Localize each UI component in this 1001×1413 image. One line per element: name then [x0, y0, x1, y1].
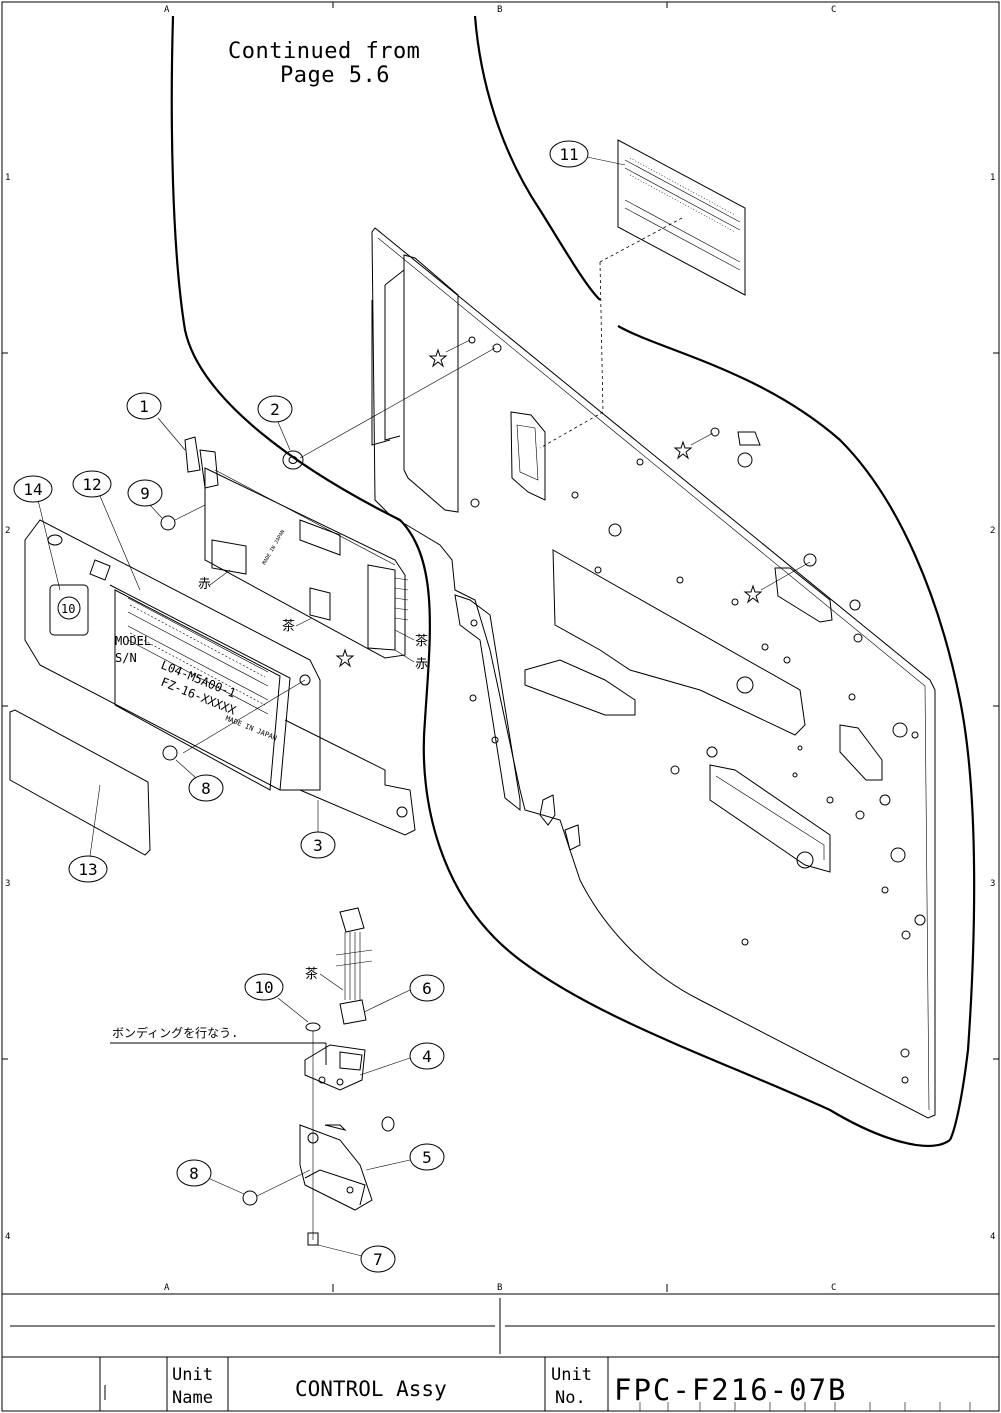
screws	[161, 505, 310, 1205]
title-block	[2, 1294, 999, 1411]
row-label-right-3: 3	[990, 879, 995, 889]
row-label-left-1: 1	[5, 173, 10, 183]
zone-label-top-b: B	[497, 5, 502, 15]
callout-4: 4	[360, 1043, 444, 1075]
row-label-right-1: 1	[990, 173, 995, 183]
row-label-left-2: 2	[5, 526, 10, 536]
wire-mark-red-2: 赤	[415, 657, 428, 672]
svg-text:8: 8	[201, 779, 211, 798]
star-markers	[337, 340, 810, 666]
svg-text:4: 4	[422, 1047, 432, 1066]
callout-6: 6	[364, 975, 444, 1012]
callout-3: 3	[301, 800, 335, 858]
callout-7: 7	[318, 1245, 395, 1272]
wire-mark-red-1: 赤	[198, 577, 211, 592]
zone-ticks	[2, 2, 999, 1292]
part-13-cover-plate	[10, 710, 150, 855]
svg-text:9: 9	[140, 484, 150, 503]
row-label-left-4: 4	[5, 1232, 10, 1242]
callout-8b: 8	[177, 1160, 244, 1194]
svg-text:8: 8	[189, 1164, 199, 1183]
label-plate-sn-key: S/N	[115, 651, 137, 665]
part-5-bracket	[300, 1117, 394, 1210]
wire-mark-brown-3: 茶	[305, 966, 318, 982]
callout-14: 14	[14, 476, 60, 590]
svg-text:11: 11	[559, 145, 578, 164]
label-plate-model-key: MODEL	[115, 634, 151, 648]
callout-2: 2	[258, 396, 292, 450]
svg-text:14: 14	[23, 480, 42, 499]
callout-10: 10	[245, 974, 308, 1022]
callout-8: 8	[176, 760, 223, 801]
callout-9: 9	[128, 480, 162, 518]
part-4-sensor-board	[305, 1045, 365, 1090]
svg-text:3: 3	[313, 836, 323, 855]
break-line-left	[172, 16, 950, 1146]
part-14-badge: 10	[50, 585, 88, 635]
svg-text:5: 5	[422, 1148, 432, 1167]
part-2-spacer	[283, 348, 495, 469]
break-line-right-lower	[618, 326, 974, 1140]
unit-no-label-1: Unit	[551, 1365, 592, 1385]
svg-text:7: 7	[373, 1250, 383, 1269]
callout-13: 13	[69, 785, 107, 882]
unit-name-label-2: Name	[172, 1388, 213, 1408]
callout-5: 5	[366, 1144, 444, 1170]
part-14-badge-text: 10	[61, 602, 75, 616]
part-11-label-sheet	[540, 140, 745, 448]
bonding-note: ボンディングを行なう.	[112, 1025, 238, 1040]
svg-text:10: 10	[254, 978, 273, 997]
callout-11: 11	[550, 141, 625, 167]
row-label-left-3: 3	[5, 879, 10, 889]
continued-note-line1: Continued from	[228, 39, 420, 64]
svg-text:6: 6	[422, 979, 432, 998]
continued-note-line2: Page 5.6	[280, 63, 390, 88]
wire-mark-brown-2: 茶	[415, 633, 428, 649]
svg-text:1: 1	[139, 397, 149, 416]
svg-text:12: 12	[82, 475, 101, 494]
unit-name-label-1: Unit	[172, 1365, 213, 1385]
label-plate-made: MADE IN JAPAN	[224, 714, 278, 742]
zone-label-top-a: A	[164, 5, 170, 15]
wire-mark-brown-1: 茶	[282, 618, 295, 634]
svg-text:13: 13	[78, 860, 97, 879]
zone-label-top-c: C	[831, 5, 836, 15]
board-marking-made: MADE IN JAPAN	[262, 529, 287, 566]
callout-1: 1	[127, 393, 185, 450]
row-label-right-2: 2	[990, 526, 995, 536]
part-6-harness	[336, 908, 372, 1024]
svg-text:2: 2	[270, 400, 280, 419]
chassis-plate	[372, 228, 935, 1118]
zone-label-bottom-a: A	[164, 1283, 170, 1293]
unit-name-value: CONTROL Assy	[295, 1377, 447, 1401]
row-label-right-4: 4	[990, 1232, 995, 1242]
unit-no-value: FPC-F216-07B	[614, 1373, 848, 1407]
zone-label-bottom-c: C	[831, 1283, 836, 1293]
zone-label-bottom-b: B	[497, 1283, 502, 1293]
unit-no-label-2: No.	[555, 1388, 586, 1408]
